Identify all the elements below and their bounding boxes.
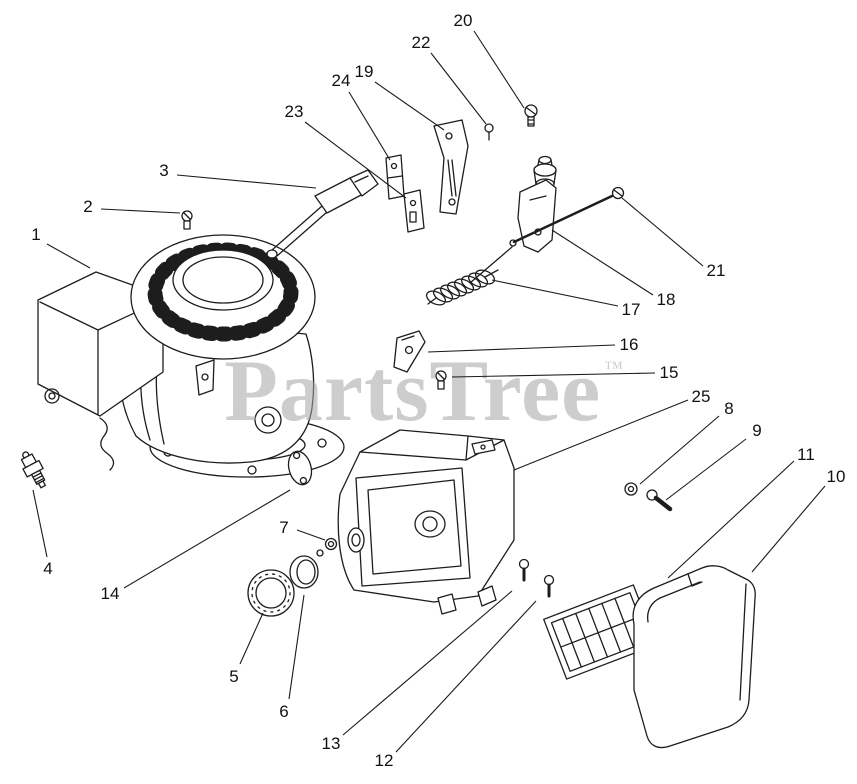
control-bracket-small bbox=[385, 154, 405, 200]
cover-screw bbox=[646, 489, 673, 512]
governor-rod bbox=[509, 194, 614, 247]
hex-screw bbox=[524, 104, 538, 127]
primer-bulb bbox=[247, 569, 295, 617]
primer-retainer bbox=[289, 555, 319, 589]
governor-lever bbox=[517, 155, 557, 253]
gasket bbox=[287, 450, 313, 486]
blower-housing bbox=[130, 234, 316, 360]
carb-inlet bbox=[254, 406, 282, 434]
engine-front-tab bbox=[195, 359, 215, 396]
air-cleaner-base bbox=[337, 429, 515, 615]
washer bbox=[624, 482, 638, 496]
engine-assembly bbox=[37, 210, 345, 486]
primer-fitting bbox=[316, 537, 338, 557]
governor-spring bbox=[425, 269, 499, 306]
mounting-bracket bbox=[393, 330, 426, 373]
housing-screw bbox=[181, 210, 193, 230]
fuel-line bbox=[99, 417, 115, 471]
base-screw-1 bbox=[518, 558, 530, 582]
control-bracket-large bbox=[433, 119, 469, 215]
rod-screw bbox=[611, 186, 625, 200]
bracket-screw bbox=[435, 370, 447, 390]
air-cleaner-cover bbox=[632, 565, 756, 749]
small-screw bbox=[484, 123, 494, 141]
control-plate bbox=[403, 189, 425, 233]
air-filter-element bbox=[543, 584, 657, 680]
spark-plug bbox=[20, 451, 46, 489]
throttle-control bbox=[266, 169, 379, 259]
base-screw-2 bbox=[543, 574, 555, 598]
